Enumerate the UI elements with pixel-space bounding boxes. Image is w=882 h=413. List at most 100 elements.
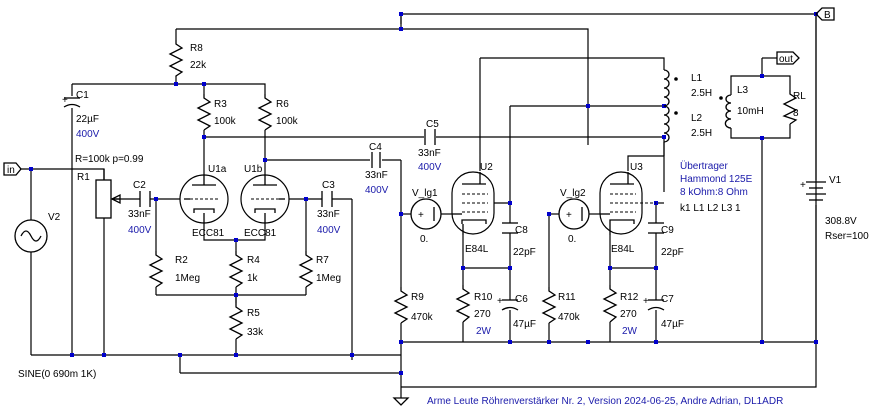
ground-icon	[392, 397, 410, 406]
capacitor-c4: C4 33nF 400V	[365, 142, 389, 196]
capacitor-c2: C2 33nF 400V	[128, 180, 152, 236]
svg-text:400V: 400V	[128, 225, 152, 236]
svg-text:E84L: E84L	[465, 244, 489, 255]
tube-u1a: U1a ECC81	[179, 164, 229, 239]
svg-text:R2: R2	[175, 255, 188, 266]
svg-text:22pF: 22pF	[661, 247, 684, 258]
svg-text:C6: C6	[515, 294, 528, 305]
svg-text:U2: U2	[480, 162, 493, 173]
svg-text:33k: 33k	[247, 327, 264, 338]
connector-b: B	[815, 7, 835, 21]
capacitor-c1: + C1 22µF 400V	[62, 90, 100, 140]
transformer-annotation: Übertrager Hammond 125E 8 kOhm:8 Ohm k1 …	[680, 160, 753, 214]
svg-text:ECC81: ECC81	[192, 228, 225, 239]
svg-text:22k: 22k	[190, 60, 207, 71]
voltage-source-vlg1: + V_lg1 0.	[410, 188, 442, 245]
svg-text:10mH: 10mH	[737, 106, 764, 117]
capacitor-c3: C3 33nF 400V	[317, 180, 341, 236]
resistor-r3: R3 100k	[196, 94, 237, 131]
footer-caption: Arme Leute Röhrenverstärker Nr. 2, Versi…	[427, 396, 783, 407]
resistor-r8: R8 22k	[168, 40, 207, 77]
svg-text:+: +	[62, 95, 68, 106]
svg-text:in: in	[7, 165, 15, 176]
svg-text:L2: L2	[691, 113, 703, 124]
svg-text:22µF: 22µF	[76, 114, 99, 125]
battery-v1: + V1 308.8V Rser=100	[800, 175, 869, 242]
svg-text:V2: V2	[48, 212, 61, 223]
svg-text:1Meg: 1Meg	[316, 273, 341, 284]
resistor-rl: RL 8	[782, 90, 806, 125]
svg-text:270: 270	[620, 309, 637, 320]
svg-text:2.5H: 2.5H	[691, 128, 712, 139]
svg-text:R8: R8	[190, 43, 203, 54]
svg-text:V1: V1	[829, 175, 842, 186]
voltage-source-vlg2: + V_lg2 0.	[558, 188, 590, 245]
svg-text:100k: 100k	[276, 116, 299, 127]
capacitor-c8: C8 22pF	[502, 222, 536, 258]
resistor-r9: R9 470k	[393, 287, 434, 324]
svg-text:400V: 400V	[418, 162, 442, 173]
svg-text:U1a: U1a	[208, 164, 227, 175]
resistor-r7: R7 1Meg	[298, 251, 341, 288]
svg-text:RL: RL	[793, 91, 806, 102]
svg-text:33nF: 33nF	[128, 209, 151, 220]
svg-text:C8: C8	[515, 225, 528, 236]
capacitor-c5: C5 33nF 400V	[418, 119, 442, 173]
svg-text:R1: R1	[77, 172, 90, 183]
resistor-r5: R5 33k	[228, 303, 264, 340]
svg-text:400V: 400V	[317, 225, 341, 236]
svg-text:+: +	[418, 210, 424, 221]
svg-text:2W: 2W	[622, 326, 638, 337]
svg-text:470k: 470k	[558, 312, 581, 323]
wire-r8-top	[176, 28, 589, 106]
voltage-source-v2: V2 SINE(0 690m 1K)	[14, 212, 96, 380]
svg-text:L3: L3	[737, 85, 749, 96]
svg-text:L1: L1	[691, 73, 703, 84]
svg-text:R=100k p=0.99: R=100k p=0.99	[75, 154, 144, 165]
svg-text:Hammond 125E: Hammond 125E	[680, 174, 753, 185]
svg-text:E84L: E84L	[611, 244, 635, 255]
svg-text:2W: 2W	[476, 326, 492, 337]
svg-text:C1: C1	[76, 90, 89, 101]
svg-text:22pF: 22pF	[513, 247, 536, 258]
capacitor-c6: + C6 47µF	[497, 294, 536, 330]
svg-text:270: 270	[474, 309, 491, 320]
resistor-r11: R11 470k	[541, 287, 581, 324]
svg-text:C5: C5	[426, 119, 439, 130]
svg-text:R7: R7	[316, 255, 329, 266]
connector-out: out	[776, 51, 800, 65]
svg-text:R3: R3	[214, 99, 227, 110]
wire-r8-node	[72, 83, 266, 94]
svg-text:V_lg1: V_lg1	[412, 188, 438, 199]
svg-text:8 kOhm:8 Ohm: 8 kOhm:8 Ohm	[680, 187, 748, 198]
resistor-r10: R10 270 2W	[455, 285, 493, 337]
svg-text:R4: R4	[247, 255, 260, 266]
svg-text:470k: 470k	[411, 312, 434, 323]
svg-text:0.: 0.	[420, 234, 428, 245]
tube-u2: U2 E84L	[451, 162, 495, 255]
svg-text:47µF: 47µF	[661, 319, 684, 330]
svg-text:Übertrager: Übertrager	[680, 160, 728, 172]
svg-text:100k: 100k	[214, 116, 237, 127]
svg-text:R11: R11	[558, 292, 576, 303]
inductor-l1: L1 2.5H	[663, 69, 712, 107]
svg-text:400V: 400V	[365, 185, 389, 196]
inductor-l3: L3 10mH	[719, 85, 764, 129]
svg-text:33nF: 33nF	[365, 170, 388, 181]
svg-text:C2: C2	[133, 180, 146, 191]
capacitor-c7: + C7 47µF	[643, 294, 684, 330]
svg-text:33nF: 33nF	[418, 148, 441, 159]
svg-text:R10: R10	[474, 292, 493, 303]
svg-text:1Meg: 1Meg	[175, 273, 200, 284]
svg-text:C4: C4	[369, 142, 382, 153]
inductor-l2: L2 2.5H	[663, 105, 712, 143]
svg-text:C9: C9	[661, 225, 674, 236]
wires	[20, 13, 817, 398]
svg-text:8: 8	[793, 108, 799, 119]
tube-u3: U3 E84L	[599, 162, 656, 255]
svg-text:R12: R12	[620, 292, 639, 303]
tube-u1b: U1b ECC81	[240, 164, 290, 239]
svg-text:+: +	[566, 210, 572, 221]
connector-in: in	[3, 162, 22, 176]
